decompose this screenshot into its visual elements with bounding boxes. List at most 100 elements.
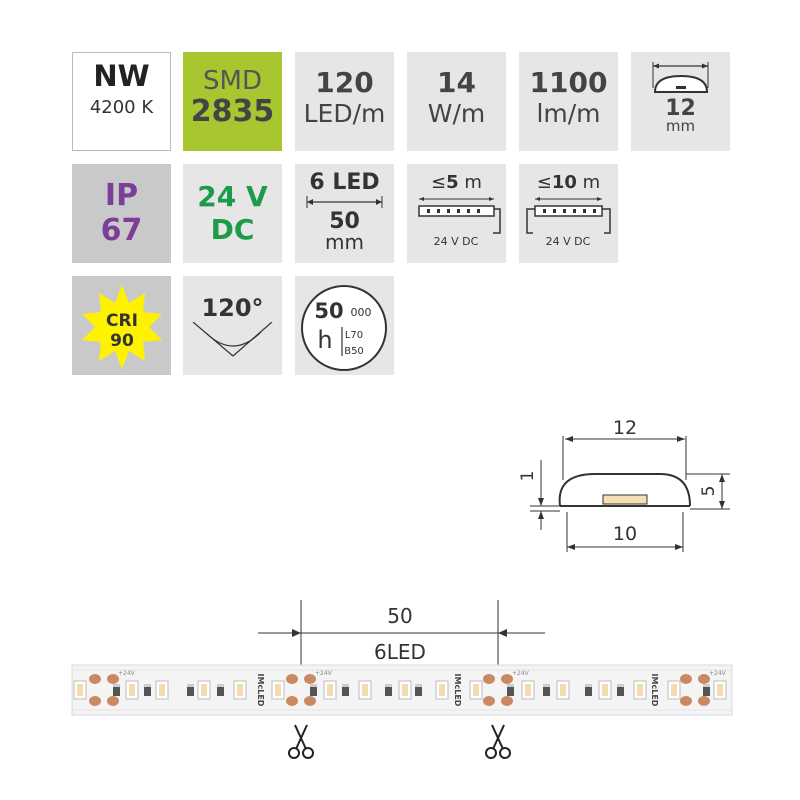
double-feed-strip-icon: 24 V DC <box>526 197 611 248</box>
pad-voltage-label: +24V <box>512 670 530 677</box>
solder-pad <box>501 674 513 684</box>
resistor <box>342 684 349 696</box>
segment-length: 50 <box>329 209 360 234</box>
solder-pad <box>483 674 495 684</box>
brand-label: IMcLED <box>650 674 659 707</box>
lifetime-b50: B50 <box>344 346 364 357</box>
solder-pad <box>89 696 101 706</box>
segment-leds: 6 LED <box>309 170 380 195</box>
led-phosphor <box>525 684 531 696</box>
resistor <box>617 684 624 696</box>
led-phosphor <box>237 684 243 696</box>
power-tile: 14 W/m <box>407 52 506 151</box>
cut-segment-tile: 6 LED 50 mm <box>295 164 394 263</box>
pad-voltage-label: +24V <box>118 670 136 677</box>
cri-label: CRI <box>106 311 138 331</box>
segment-unit: mm <box>325 230 364 254</box>
brand-label: IMcLED <box>453 674 462 707</box>
voltage-type: DC <box>210 213 255 246</box>
resistor <box>385 684 392 696</box>
voltage-tile: 24 V DC <box>183 164 282 263</box>
power-value: 14 <box>437 66 476 99</box>
voltage-value: 24 V <box>197 180 268 213</box>
profile-bottom-width: 10 <box>613 523 637 545</box>
luminous-flux-tile: 1100 lm/m <box>519 52 618 151</box>
flux-value: 1100 <box>529 66 608 99</box>
cut-scissors-icon <box>485 724 511 759</box>
chip-model: 2835 <box>190 94 275 129</box>
solder-pad <box>483 696 495 706</box>
profile-height: 5 <box>699 486 719 497</box>
solder-pad <box>680 674 692 684</box>
width-unit: mm <box>665 117 696 135</box>
solder-pad <box>107 674 119 684</box>
ip-value: 67 <box>100 213 143 248</box>
resistor-cap <box>144 684 151 687</box>
solder-pad <box>286 696 298 706</box>
double-feed-tile: ≤10 m 24 V DC <box>519 164 618 263</box>
beam-angle-tile: 120° <box>183 276 282 375</box>
lifetime-l70: L70 <box>345 330 363 341</box>
cri-tile: CRI 90 <box>72 276 171 375</box>
single-feed-length: ≤5 m <box>431 172 482 193</box>
led-phosphor <box>77 684 83 696</box>
chip-type-tile: SMD 2835 <box>183 52 282 151</box>
pad-voltage-label: +24V <box>315 670 333 677</box>
brand-label: IMcLED <box>256 674 265 707</box>
resistor-cap <box>703 684 710 687</box>
resistor-cap <box>507 684 514 687</box>
color-code: NW <box>93 59 150 93</box>
lifetime-icon: 50 000 h L70 B50 <box>301 285 387 371</box>
led-density-tile: 120 LED/m <box>295 52 394 151</box>
lifetime-hours: 50 <box>314 299 343 323</box>
resistor <box>585 684 592 696</box>
led-phosphor <box>201 684 207 696</box>
single-feed-tile: ≤5 m 24 V DC <box>407 164 506 263</box>
double-feed-length: ≤10 m <box>536 172 601 193</box>
density-value: 120 <box>315 66 374 99</box>
led-phosphor <box>717 684 723 696</box>
led-phosphor <box>671 684 677 696</box>
led-phosphor <box>327 684 333 696</box>
led-phosphor <box>560 684 566 696</box>
led-phosphor <box>362 684 368 696</box>
led-phosphor <box>159 684 165 696</box>
resistor-cap <box>617 684 624 687</box>
beam-angle-value: 120° <box>201 294 264 322</box>
chip-type: SMD <box>203 66 262 96</box>
segment-leds-label: 6LED <box>374 640 426 664</box>
lifetime-unit: h <box>317 326 332 354</box>
resistor <box>507 684 514 696</box>
led-phosphor <box>637 684 643 696</box>
resistor-cap <box>187 684 194 687</box>
solder-pad <box>698 674 710 684</box>
resistor <box>703 684 710 696</box>
profile-base-thickness: 1 <box>518 471 538 482</box>
lifetime-tile: 50 000 h L70 B50 <box>295 276 394 375</box>
resistor <box>543 684 550 696</box>
resistor <box>310 684 317 696</box>
color-temperature-tile: NW 4200 K <box>72 52 171 151</box>
led-phosphor <box>473 684 479 696</box>
profile-width-icon <box>652 62 709 93</box>
double-feed-voltage: 24 V DC <box>546 235 591 248</box>
solder-pad <box>89 674 101 684</box>
cri-value: 90 <box>110 331 134 351</box>
resistor <box>187 684 194 696</box>
resistor-cap <box>310 684 317 687</box>
led-phosphor <box>439 684 445 696</box>
width-value: 12 <box>665 96 696 121</box>
led-phosphor <box>275 684 281 696</box>
cri-star-icon: CRI 90 <box>82 285 162 369</box>
resistor-cap <box>585 684 592 687</box>
solder-pad <box>107 696 119 706</box>
segment-arrow-icon <box>306 196 383 208</box>
ip-label: IP <box>104 178 139 213</box>
single-feed-voltage: 24 V DC <box>434 235 479 248</box>
solder-pad <box>680 696 692 706</box>
resistor <box>217 684 224 696</box>
resistor-cap <box>415 684 422 687</box>
solder-pad <box>304 674 316 684</box>
resistor-cap <box>543 684 550 687</box>
